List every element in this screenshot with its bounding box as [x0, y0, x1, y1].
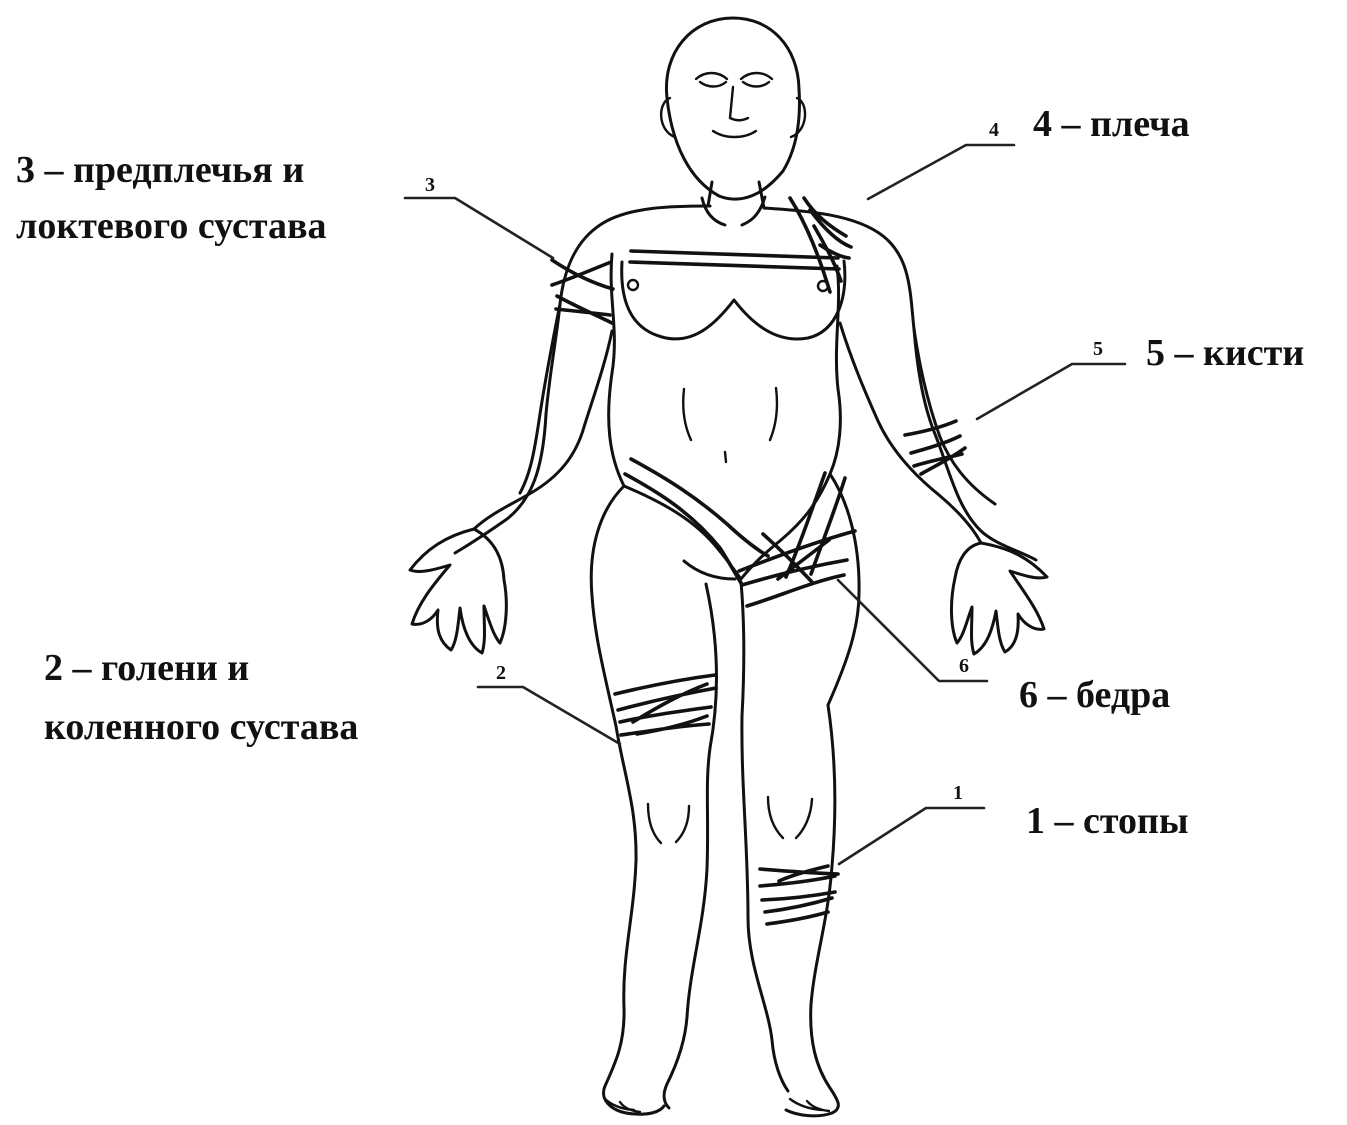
- left-torso-side: [591, 254, 624, 726]
- marker-6: 6: [959, 655, 969, 677]
- head-outline: [666, 18, 799, 199]
- label-6: 6 – бедра: [1019, 667, 1170, 723]
- label-5: 5 – кисти: [1146, 325, 1304, 381]
- marker-3: 3: [425, 174, 435, 196]
- leader-4: [868, 145, 1014, 199]
- right-knee-lines: [768, 797, 812, 838]
- leader-5: [977, 364, 1125, 419]
- breast-outline: [622, 261, 845, 339]
- label-2-line-2: коленного сустава: [44, 699, 358, 755]
- left-eye-lower: [700, 82, 726, 87]
- left-nipple: [628, 280, 638, 290]
- label-1: 1 – стопы: [1026, 793, 1189, 849]
- left-eye: [696, 73, 727, 79]
- leader-2: [478, 687, 620, 744]
- right-eye: [741, 73, 772, 79]
- torso-outline: [455, 206, 1036, 560]
- left-knee-lines: [648, 804, 689, 843]
- chest-bandage-band: [630, 251, 839, 269]
- right-eye-lower: [743, 82, 769, 87]
- hip-bandage: [625, 459, 855, 606]
- leader-1: [839, 808, 984, 864]
- label-3-line-2: локтевого сустава: [16, 198, 327, 254]
- abdomen-lines: [683, 388, 777, 462]
- left-leg-inner: [664, 584, 716, 1108]
- leader-3: [405, 198, 553, 258]
- marker-4: 4: [989, 119, 999, 141]
- left-arm-inner: [474, 331, 612, 529]
- marker-5: 5: [1093, 338, 1103, 360]
- label-3-line-1: 3 – предплечья и: [16, 142, 304, 198]
- human-figure: [410, 18, 1047, 1116]
- left-leg-outer: [604, 726, 664, 1114]
- nose: [730, 87, 748, 120]
- mouth: [713, 131, 756, 137]
- marker-2: 2: [496, 662, 506, 684]
- leader-lines: 3 4 5 2 6 1: [405, 119, 1125, 864]
- left-hand: [410, 529, 506, 653]
- label-4: 4 – плеча: [1033, 96, 1190, 152]
- marker-1: 1: [953, 782, 963, 804]
- clavicles: [702, 197, 765, 225]
- knee-thigh-bandage: [615, 675, 716, 735]
- crotch-line: [684, 561, 735, 579]
- label-2-line-1: 2 – голени и: [44, 640, 249, 696]
- right-foot-toes: [790, 1099, 829, 1111]
- right-leg-outer: [786, 705, 838, 1116]
